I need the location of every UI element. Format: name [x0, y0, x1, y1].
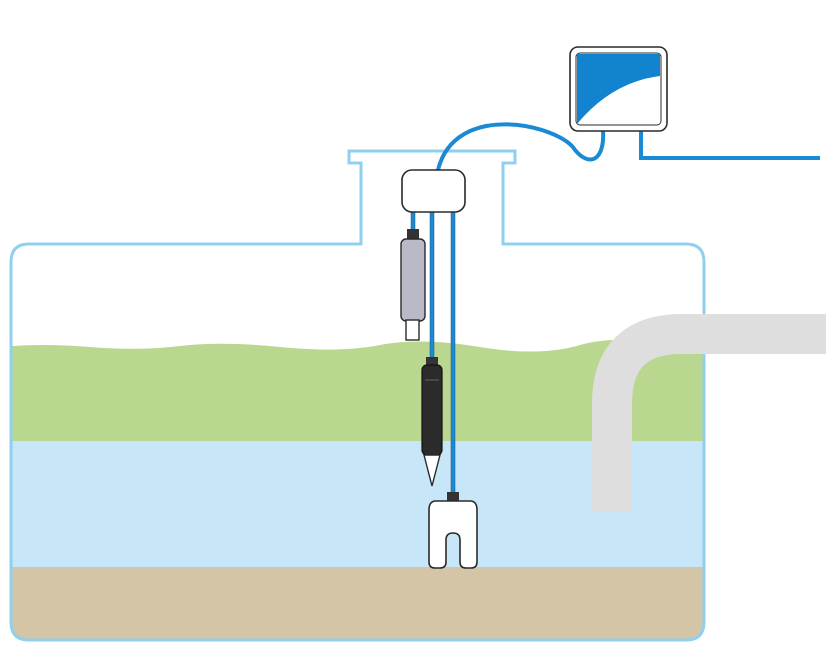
scum-layer: [11, 339, 704, 442]
tank-contents: [11, 339, 704, 640]
junction-box-icon: [401, 169, 466, 213]
upper-probe-body: [400, 238, 426, 322]
cylindrical-probe-icon: [400, 229, 426, 341]
controller-cable: [436, 122, 606, 171]
middle-probe-body: [421, 364, 443, 456]
output-cable: [639, 130, 820, 160]
water-layer: [11, 441, 704, 568]
inlet-pipe: [592, 314, 826, 512]
cables: [411, 122, 820, 495]
sludge-layer: [11, 567, 704, 640]
tank-outline: [9, 149, 706, 642]
pointed-probe-icon: [421, 357, 443, 487]
controller-icon: [569, 46, 668, 132]
fork-probe-icon: [428, 492, 478, 569]
controller-accent: [577, 54, 660, 124]
cable-edges: [410, 212, 456, 495]
